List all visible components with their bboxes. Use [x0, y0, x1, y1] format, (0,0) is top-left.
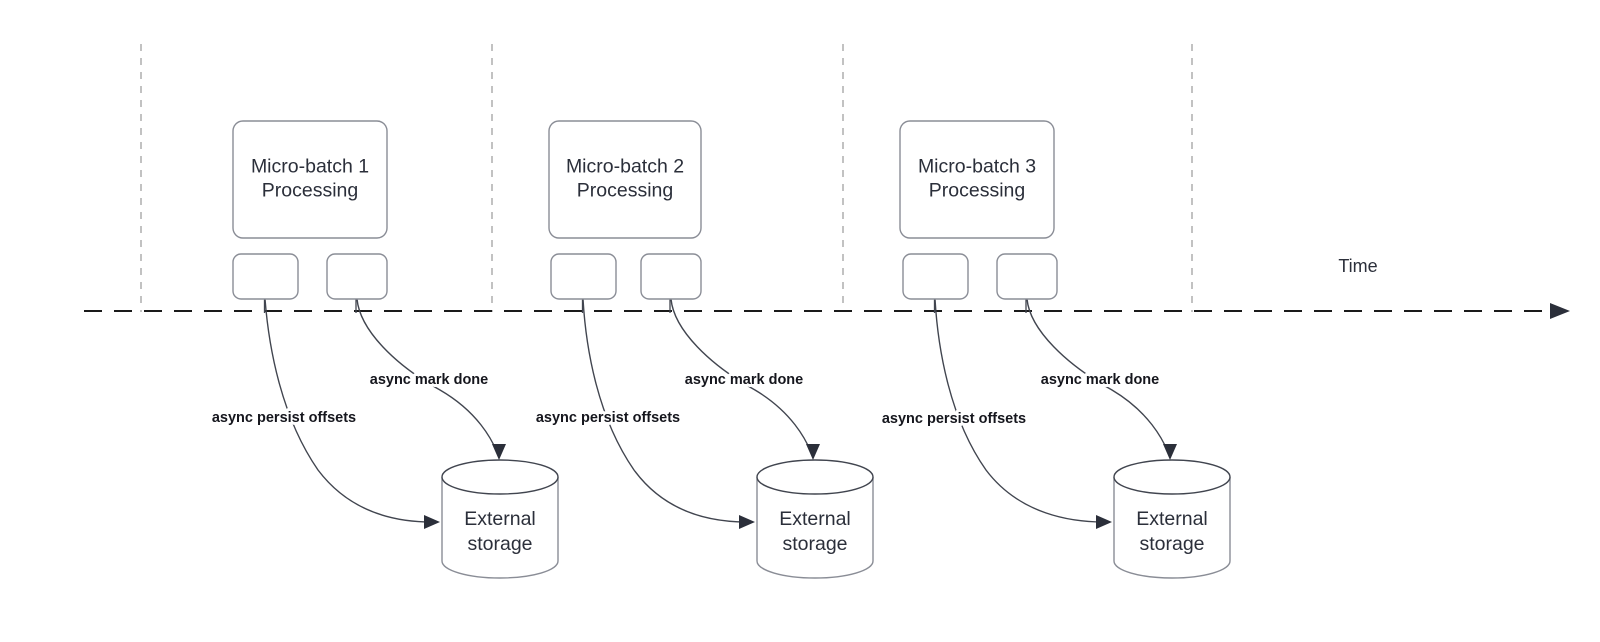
micro-batch-box-1[interactable] — [232, 120, 388, 239]
edge-arrowhead-persist-offsets-2 — [739, 515, 755, 529]
edge-mark-done-2 — [670, 298, 812, 453]
external-storage-label-line1-2: External — [779, 508, 851, 530]
edge-label-persist-offsets-3: async persist offsets — [882, 411, 1026, 427]
mini-task-box-2-1[interactable] — [550, 253, 617, 300]
flow-edges — [263, 298, 1177, 529]
edge-arrowhead-persist-offsets-3 — [1096, 515, 1112, 529]
mini-task-box-3-2[interactable] — [996, 253, 1058, 300]
micro-batch-label-line2-2: Processing — [577, 180, 673, 202]
micro-batch-label-line1-2: Micro-batch 2 — [566, 156, 684, 178]
external-storage-cylinder-body-3 — [1113, 477, 1231, 579]
edge-labels: async persist offsets async persist offse… — [209, 369, 1162, 430]
timeline-axis — [84, 303, 1570, 319]
edge-label-mark-done-3: async mark done — [1041, 372, 1159, 388]
external-storage-label-line2-2: storage — [782, 533, 847, 555]
edge-label-halo-persist-offsets-2: async persist offsets — [536, 410, 680, 426]
micro-batch-box-3[interactable] — [899, 120, 1055, 239]
micro-batch-label-line2-3: Processing — [929, 180, 1025, 202]
timeline-guide-lines — [140, 44, 1193, 312]
external-storage-label-line1-1: External — [464, 508, 536, 530]
timeline-arrowhead — [1550, 303, 1570, 319]
edge-label-persist-offsets-2: async persist offsets — [536, 410, 680, 426]
time-axis-label: Time — [1338, 256, 1377, 276]
edge-persist-offsets-2 — [582, 298, 748, 523]
mini-task-box-1-1[interactable] — [232, 253, 299, 300]
edge-arrowhead-mark-done-2 — [806, 444, 820, 460]
mini-task-box-2-2[interactable] — [640, 253, 702, 300]
external-storage-cylinder-body-1 — [441, 477, 559, 579]
edge-label-halo-persist-offsets-3: async persist offsets — [882, 411, 1026, 427]
edge-persist-offsets-3 — [934, 298, 1105, 523]
edge-label-halo-mark-done-2: async mark done — [685, 372, 803, 388]
mini-task-box-1-2[interactable] — [326, 253, 388, 300]
edge-arrowhead-persist-offsets-1 — [424, 515, 440, 529]
edge-label-halo-mark-done-3: async mark done — [1041, 372, 1159, 388]
micro-batch-label-line1-1: Micro-batch 1 — [251, 156, 369, 178]
external-storage-label-line1-3: External — [1136, 508, 1208, 530]
external-storage-label-line2-1: storage — [467, 533, 532, 555]
edge-label-halo-persist-offsets-1: async persist offsets — [212, 410, 356, 426]
diagram-nodes: Micro-batch 1ProcessingExternalstorageMi… — [232, 120, 1231, 579]
external-storage-label-line2-3: storage — [1139, 533, 1204, 555]
edge-arrowhead-mark-done-1 — [492, 444, 506, 460]
micro-batch-label-line2-1: Processing — [262, 180, 358, 202]
edge-label-persist-offsets-1: async persist offsets — [212, 410, 356, 426]
edge-mark-done-3 — [1026, 298, 1169, 453]
edge-label-mark-done-2: async mark done — [685, 372, 803, 388]
edge-label-mark-done-1: async mark done — [370, 372, 488, 388]
edge-mark-done-1 — [356, 298, 498, 453]
mini-task-box-3-1[interactable] — [902, 253, 969, 300]
external-storage-cylinder-top-3[interactable] — [1113, 459, 1231, 495]
external-storage-cylinder-top-1[interactable] — [441, 459, 559, 495]
external-storage-cylinder-top-2[interactable] — [756, 459, 874, 495]
micro-batch-label-line1-3: Micro-batch 3 — [918, 156, 1036, 178]
micro-batch-box-2[interactable] — [548, 120, 702, 239]
external-storage-cylinder-body-2 — [756, 477, 874, 579]
edge-label-halo-mark-done-1: async mark done — [370, 372, 488, 388]
edge-arrowhead-mark-done-3 — [1163, 444, 1177, 460]
edge-persist-offsets-1 — [264, 298, 433, 523]
